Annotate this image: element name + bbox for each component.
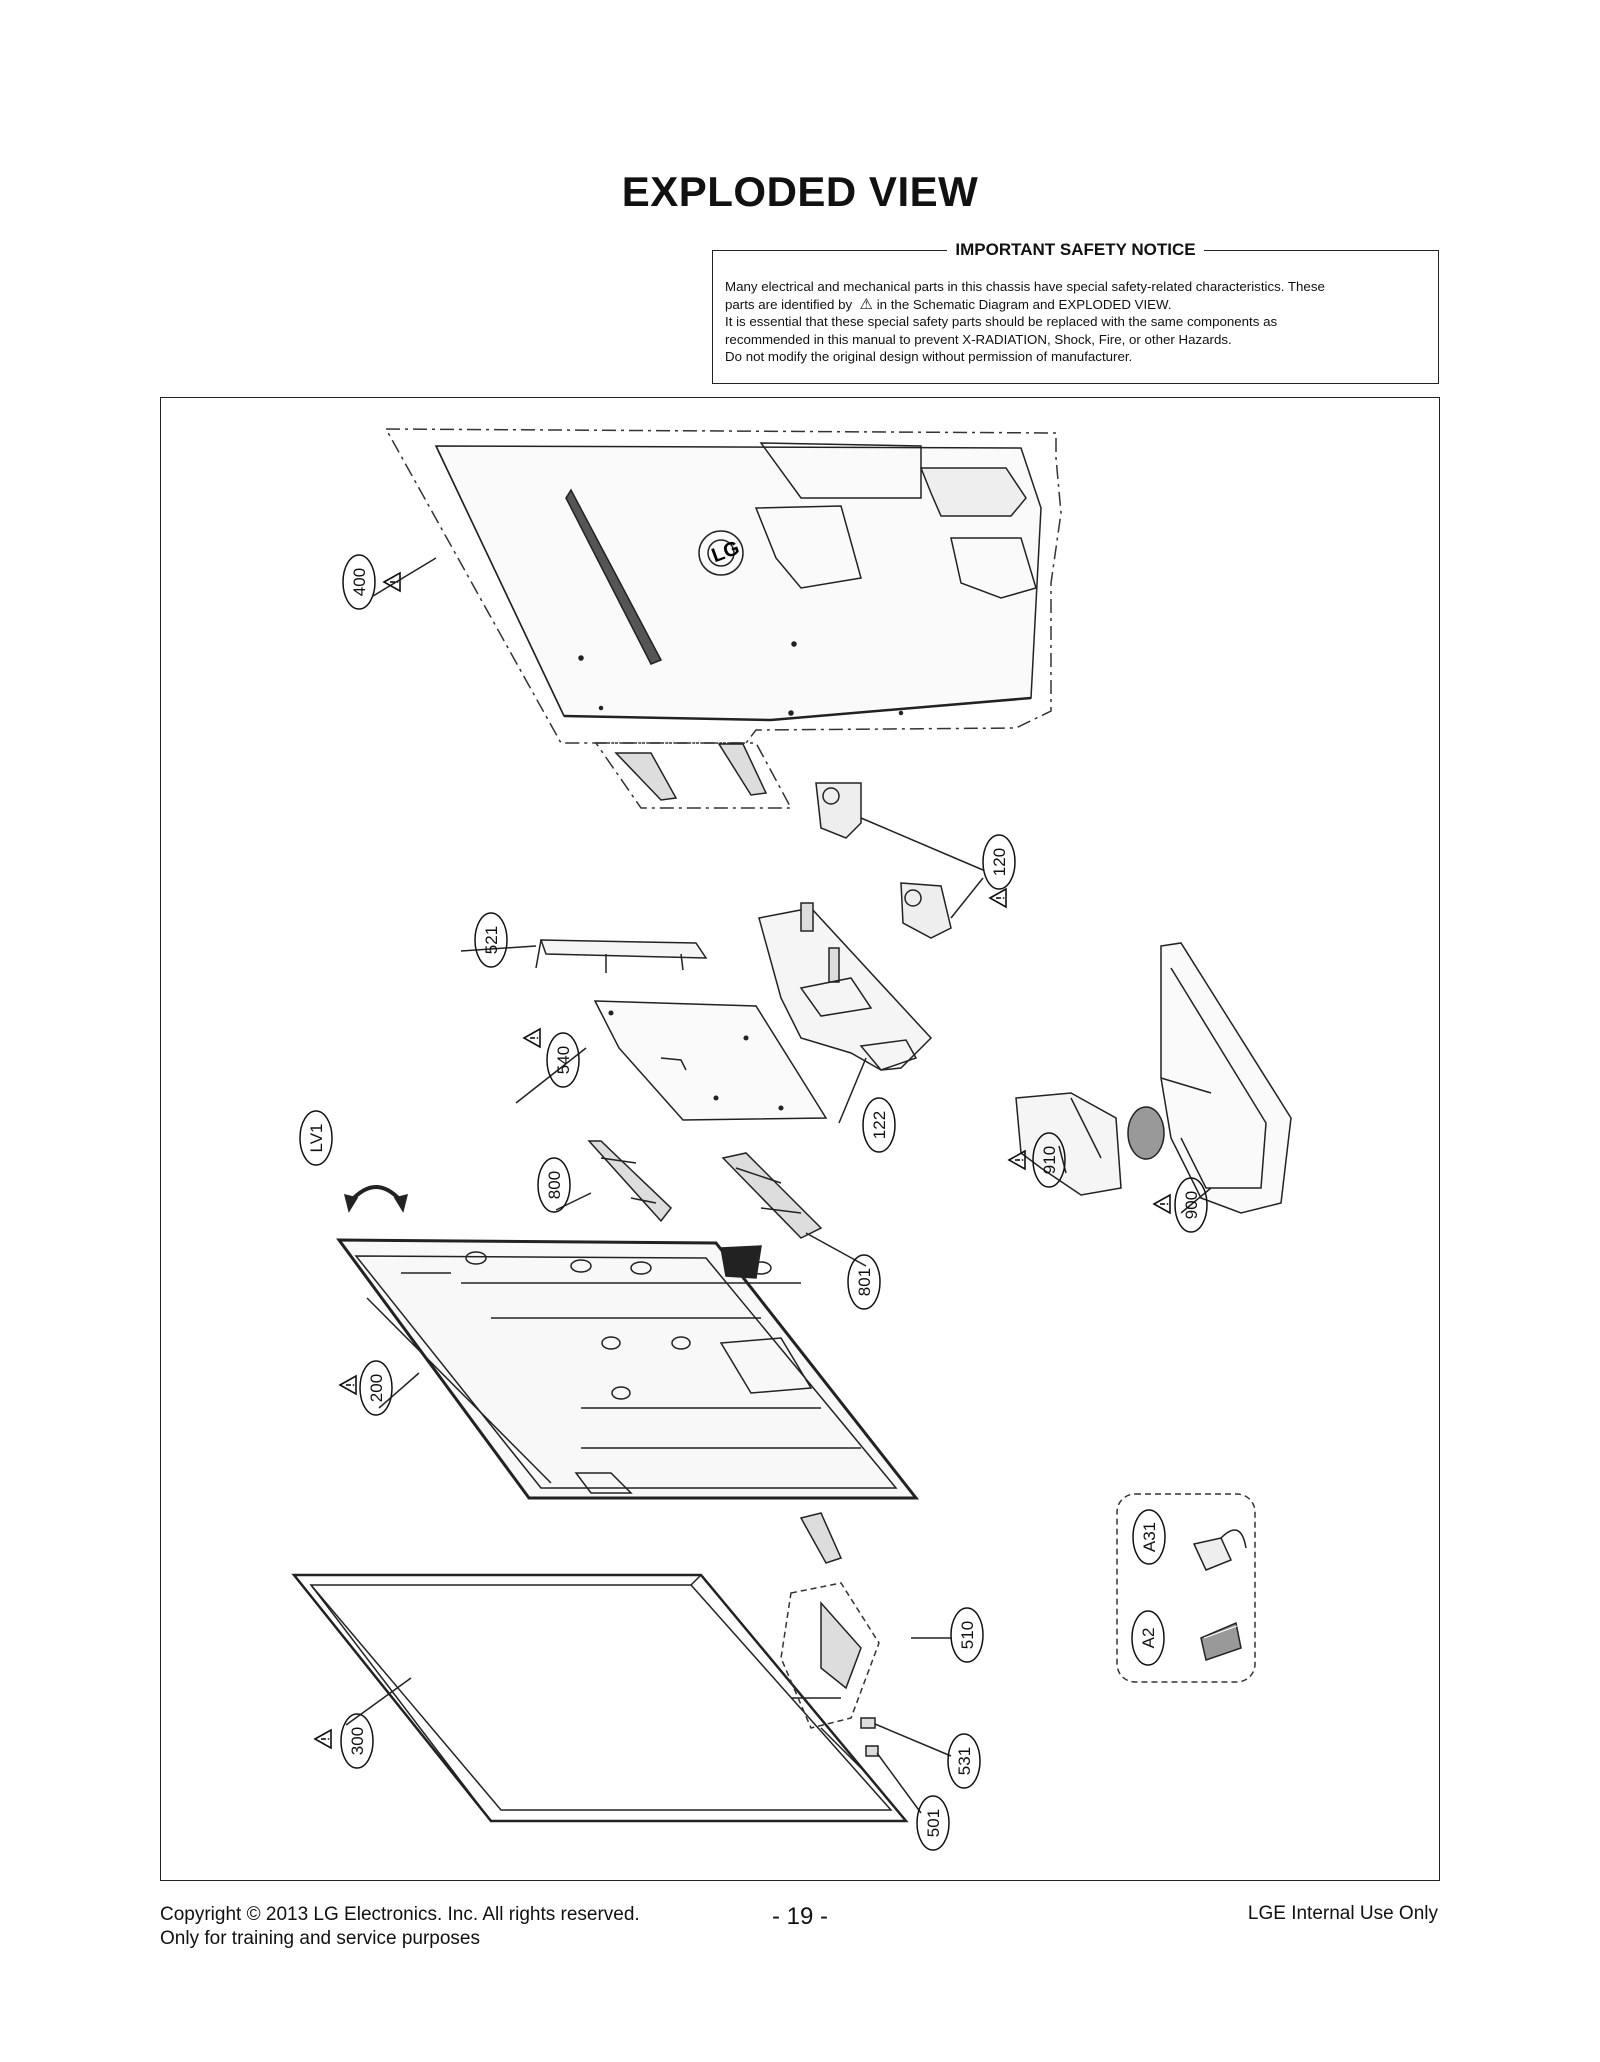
svg-text:900: 900 [1182,1191,1201,1219]
footer-copyright: Copyright © 2013 LG Electronics. Inc. Al… [160,1904,640,1925]
notice-line-2-end: in the Schematic Diagram and EXPLODED VI… [876,296,1172,312]
page-number: - 19 - [771,1903,828,1930]
stand-hinge-part [815,782,984,939]
svg-text:A2: A2 [1139,1628,1158,1649]
safety-notice-body: Many electrical and mechanical parts in … [725,278,1426,366]
svg-text:801: 801 [855,1268,874,1296]
exploded-view-drawing: LG 400 120 521 540 122 910 [291,428,1292,1851]
safety-notice-title: IMPORTANT SAFETY NOTICE [713,240,1438,260]
svg-text:910: 910 [1040,1146,1059,1174]
svg-text:501: 501 [924,1809,943,1837]
callout-910: 910 [1032,1132,1066,1188]
warning-triangle-icon: ⚠ [859,295,873,313]
callout-521: 521 [474,912,508,968]
exploded-view-diagram: LG 400 120 521 540 122 910 [160,397,1440,1881]
notice-line-4: recommended in this manual to prevent X-… [725,331,1232,347]
callout-501: 501 [916,1795,950,1851]
main-frame-part [336,1238,920,1500]
safety-notice-title-text: IMPORTANT SAFETY NOTICE [947,240,1204,259]
svg-text:800: 800 [545,1171,564,1199]
notice-line-5: Do not modify the original design withou… [725,349,1133,365]
callout-540: 540 [546,1032,580,1088]
svg-text:120: 120 [990,848,1009,876]
page-title: EXPLODED VIEW [621,168,979,215]
svg-text:LV1: LV1 [307,1124,326,1153]
callout-801: 801 [847,1254,881,1310]
main-board-shield-part [593,1000,828,1121]
stand-body-part [758,902,933,1071]
footer-internal-use: LGE Internal Use Only [1247,1903,1438,1924]
callout-200: 200 [359,1360,393,1416]
notice-line-2-start: parts are identified by [725,296,853,312]
svg-text:531: 531 [955,1747,974,1775]
notice-line-3: It is essential that these special safet… [725,314,1278,330]
warning-triangle-icon [989,888,1007,908]
stand-base-part [1127,942,1292,1214]
safety-notice-box: IMPORTANT SAFETY NOTICE Many electrical … [712,240,1439,384]
svg-text:300: 300 [348,1727,367,1755]
warning-triangle-icon [523,1028,541,1048]
callout-400: 400 [342,554,376,610]
callout-300: 300 [340,1713,374,1769]
callout-800: 800 [537,1157,571,1213]
callout-a2: A2 [1131,1610,1165,1666]
power-adapter-part [1192,1529,1247,1571]
svg-text:540: 540 [554,1046,573,1074]
svg-text:521: 521 [482,926,501,954]
warning-triangle-icon [339,1375,357,1395]
svg-text:A31: A31 [1140,1522,1159,1552]
warning-triangle-icon [314,1729,332,1749]
warning-triangle-icon [1153,1194,1171,1214]
callout-122: 122 [862,1097,896,1153]
notice-line-1: Many electrical and mechanical parts in … [725,279,1325,294]
svg-text:122: 122 [870,1111,889,1139]
callout-531: 531 [947,1733,981,1789]
svg-text:200: 200 [367,1374,386,1402]
svg-text:400: 400 [350,568,369,596]
remote-control-part [1200,1621,1242,1661]
svg-text:510: 510 [958,1621,977,1649]
notice-line-2: parts are identified by ⚠ in the Schemat… [725,296,1426,314]
callout-lv1: LV1 [299,1110,333,1166]
callout-a31: A31 [1132,1509,1166,1565]
footer-left: Copyright © 2013 LG Electronics. Inc. Al… [160,1903,640,1951]
callout-120: 120 [982,834,1016,890]
callout-900: 900 [1174,1177,1208,1233]
footer-purpose: Only for training and service purposes [160,1928,480,1949]
back-cover-part [384,428,1062,744]
callout-510: 510 [950,1607,984,1663]
front-bezel-part [291,1573,909,1823]
